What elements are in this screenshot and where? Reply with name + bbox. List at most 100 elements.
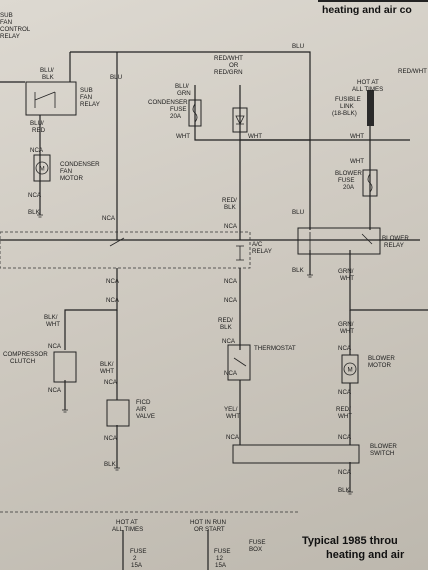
label-grn-wht-lower: GRN/ WHT [338, 321, 355, 335]
motor-icon [35, 161, 49, 175]
label-blu-grn: BLU/ GRN [175, 83, 191, 97]
condenser-fuse-element [192, 103, 198, 123]
wire-blk-wht-clutch [64, 268, 118, 350]
label-ficd-air-valve: FICD AIR VALVE [136, 399, 155, 420]
diode-icon [235, 115, 245, 125]
blower-motor-m: M [348, 367, 353, 374]
label-fusible-link: FUSIBLE LINK (18-BLK) [332, 96, 363, 117]
label-nca-switch: NCA [338, 469, 352, 476]
blower-switch-box [232, 444, 360, 464]
ac-relay-box [0, 231, 251, 269]
label-nca-relay-left: NCA [106, 278, 120, 285]
label-nca-condenser: NCA [30, 147, 44, 154]
label-red-wht: RED/ WHT [336, 406, 353, 420]
label-blower-switch: BLOWER SWITCH [370, 443, 399, 457]
label-blower-motor: BLOWER MOTOR [368, 355, 397, 369]
label-red-wht-or-red-grn: RED/WHT OR RED/GRN [214, 55, 245, 76]
header-title-top: heating and air co [322, 4, 412, 16]
label-nca-motor-bottom: NCA [28, 192, 42, 199]
wire-grn-wht [349, 250, 428, 311]
label-red-blk: RED/ BLK [222, 197, 239, 211]
label-nca-clutch-bottom: NCA [48, 387, 62, 394]
ground-icon [307, 274, 313, 278]
label-hot-at-all-times-bottom: HOT AT ALL TIMES [112, 519, 143, 533]
sub-fan-relay-box [25, 81, 77, 116]
label-yel-wht: YEL/ WHT [224, 406, 240, 420]
label-blk-motor: BLK [28, 209, 41, 216]
label-nca-yel: NCA [226, 434, 240, 441]
label-nca-thermostat-bottom: NCA [224, 370, 238, 377]
label-hot-in-run-or-start: HOT IN RUN OR START [190, 519, 228, 533]
label-blk-ficd: BLK [104, 461, 117, 468]
blower-motor-box [341, 354, 359, 384]
label-blu-relay: BLU [292, 209, 304, 216]
label-red-wht-right: RED/WHT [398, 68, 427, 75]
label-wht-2: WHT [350, 133, 364, 140]
condenser-fan-motor-box [33, 154, 51, 182]
blower-fuse-element [367, 173, 373, 193]
label-thermostat: THERMOSTAT [254, 345, 296, 352]
label-nca-clutch-top: NCA [48, 343, 62, 350]
label-grn-wht: GRN/ WHT [338, 268, 355, 282]
label-blk-relay: BLK [292, 267, 305, 274]
label-nca-relay-left-2: NCA [106, 297, 120, 304]
label-nca-ficd-top: NCA [104, 379, 118, 386]
red-wht-diode-box [232, 107, 248, 133]
ac-relay-switch [109, 237, 125, 247]
condenser-fuse-symbol [188, 99, 202, 127]
label-wht-1: WHT [248, 133, 262, 140]
blower-fuse-symbol [362, 169, 378, 197]
label-red-blk-thermostat: RED/ BLK [218, 317, 235, 331]
label-sub-fan-relay: SUB FAN RELAY [80, 87, 100, 108]
thermostat-box [227, 344, 251, 381]
ac-relay-coil [236, 245, 244, 261]
label-nca-thermostat-top: NCA [222, 338, 236, 345]
label-nca-relay-right: NCA [224, 278, 238, 285]
header-title-bottom-1: Typical 1985 throu [302, 535, 398, 547]
label-nca-red-blk: NCA [224, 223, 238, 230]
header-title-bottom-2: heating and air [326, 549, 405, 561]
label-hot-at-all-times: HOT AT ALL TIMES [352, 79, 383, 93]
label-nca-blower-top: NCA [338, 345, 352, 352]
thermostat-switch [233, 357, 247, 367]
wire-fuse-feeds [122, 530, 209, 570]
label-nca-ficd-bottom: NCA [104, 435, 118, 442]
blower-relay-switch [309, 232, 373, 250]
label-blk-switch: BLK [338, 487, 351, 494]
ground-icon [62, 409, 68, 413]
label-blu-top: BLU [292, 43, 304, 50]
label-condenser-fan-motor: CONDENSER FAN MOTOR [60, 161, 101, 182]
label-wht-3: WHT [350, 158, 364, 165]
label-wht-fuse: WHT [176, 133, 190, 140]
ficd-air-valve-box [106, 399, 130, 427]
label-nca-blu: NCA [102, 215, 116, 222]
label-nca-blower-bottom: NCA [338, 389, 352, 396]
wire-condenser-fuse [194, 85, 310, 141]
label-fuse-12: FUSE 12 15A [214, 548, 232, 569]
label-fuse-2: FUSE 2 15A [130, 548, 148, 569]
label-blu-blk: BLU/ BLK [40, 67, 56, 81]
label-nca-red-wht: NCA [338, 434, 352, 441]
blower-relay-box [297, 227, 381, 255]
label-blk-wht-ficd: BLK/ WHT [100, 361, 115, 375]
label-fuse-box: FUSE BOX [249, 539, 267, 553]
label-blu-mid: BLU [110, 74, 122, 81]
label-condenser-fuse: CONDENSER FUSE 20A [148, 99, 189, 120]
blower-motor-icon [343, 362, 357, 376]
label-compressor-clutch: COMPRESSOR CLUTCH [3, 351, 49, 365]
sub-fan-relay-switch [34, 91, 56, 108]
fusible-link-symbol [367, 90, 374, 126]
label-blk-wht-clutch: BLK/ WHT [44, 314, 60, 328]
ground-icon [37, 214, 43, 218]
label-blu-red: BLU/ RED [30, 120, 46, 134]
condenser-motor-m: M [40, 166, 45, 173]
label-ac-relay: A/C RELAY [252, 241, 272, 255]
label-sub-fan-control-relay: SUB FAN CONTROL RELAY [0, 12, 32, 40]
header-rule [318, 0, 428, 2]
wire-blu-top [70, 51, 311, 85]
compressor-clutch-box [53, 351, 77, 383]
ground-icon [114, 467, 120, 471]
ground-icon [347, 491, 353, 495]
